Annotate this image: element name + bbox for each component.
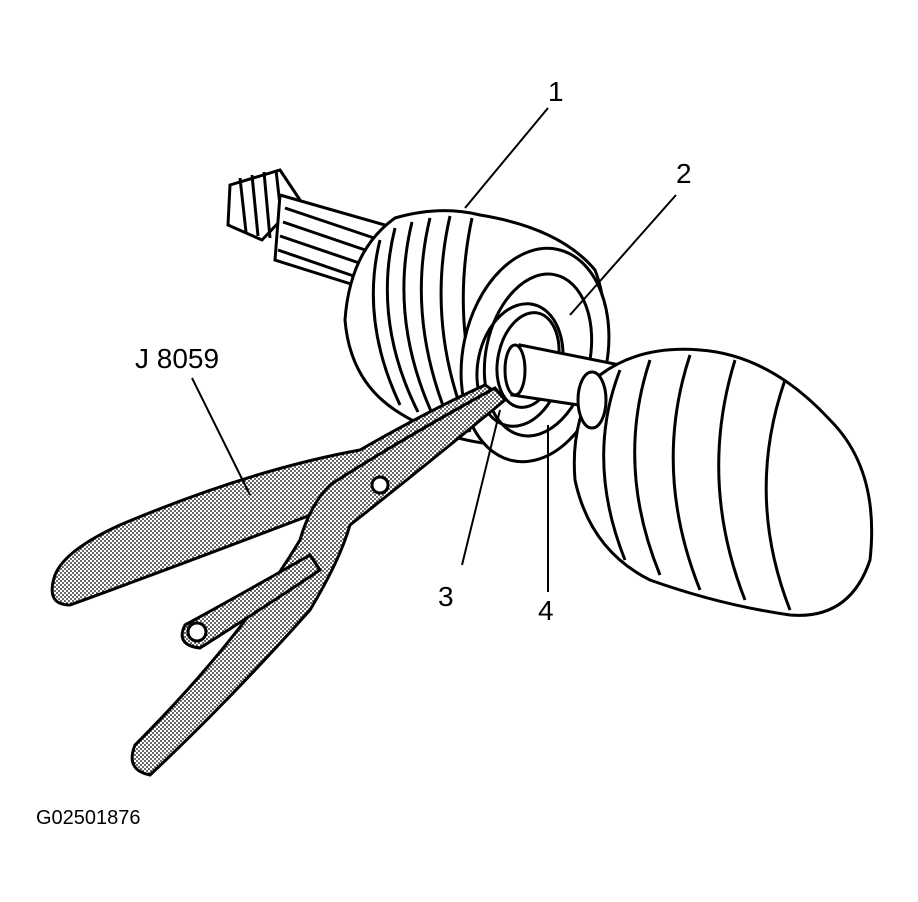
leader-1 bbox=[464, 107, 549, 209]
callout-2: 2 bbox=[676, 158, 692, 189]
leader-2 bbox=[569, 194, 677, 316]
leader-tool bbox=[191, 377, 251, 496]
callout-4: 4 bbox=[538, 595, 554, 626]
snap-ring-pliers bbox=[50, 383, 508, 777]
callout-1: 1 bbox=[548, 76, 564, 107]
inner-boot bbox=[572, 347, 874, 617]
leader-lines bbox=[191, 107, 677, 592]
figure-id: G02501876 bbox=[36, 807, 141, 829]
callout-tool-number: J 8059 bbox=[135, 343, 220, 374]
leader-3 bbox=[461, 409, 501, 566]
callout-3: 3 bbox=[438, 581, 454, 612]
